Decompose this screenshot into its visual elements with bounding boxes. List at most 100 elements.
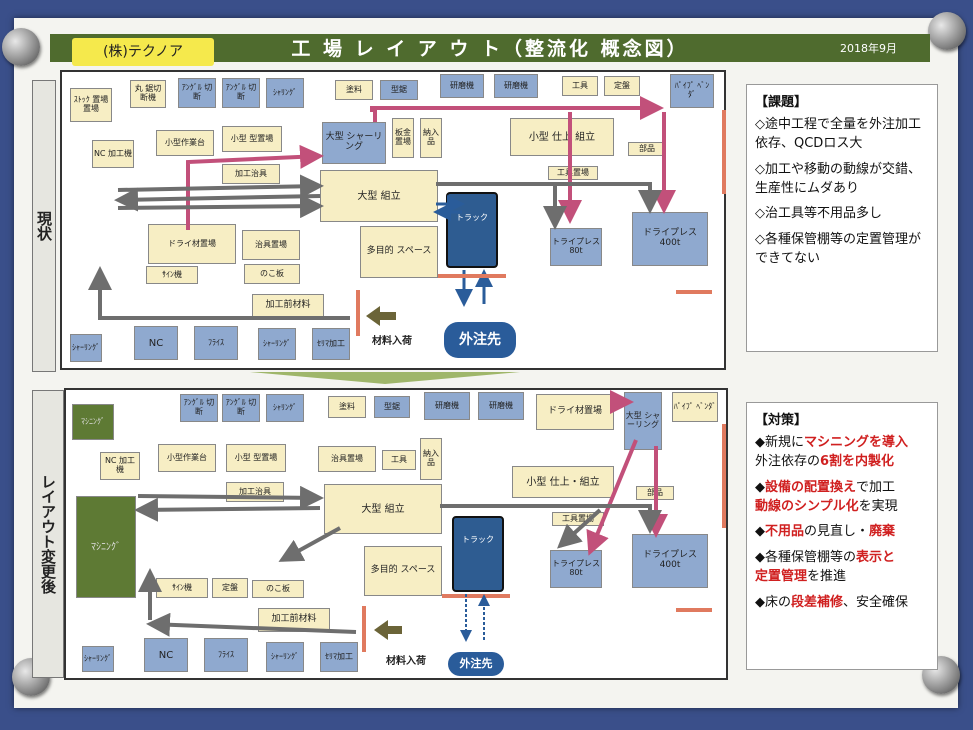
current-box-pipe-bender: ﾊﾟｲﾌﾟ ﾍﾞﾝﾀﾞ [670,74,714,108]
after-box-machining-new: ﾏｼﾆﾝｸﾞ [76,496,136,598]
current-box-sign-machine: ｻｲﾝ機 [146,266,198,284]
current-box-stock: ｽﾄｯｸ 置場置場 [70,88,112,122]
measure-highlight: 段差補修 [791,594,844,610]
current-box-jig: 加工治具 [222,164,280,184]
date-label: 2018年9月 [840,42,897,55]
after-box-angle1: ｱﾝｸﾞﾙ 切断 [180,394,218,422]
current-box-saw-plate: のこ板 [244,264,300,284]
issues-heading: 【課題】 [755,95,808,110]
after-box-nc: NC [144,638,188,672]
after-box-shearing-2: ｼｬｰﾘﾝｸﾞ [266,642,304,672]
current-box-paint: 塗料 [335,80,373,100]
measure-highlight: 動線のシンプル化 [755,498,859,514]
after-box-fraise: ﾌﾗｲｽ [204,638,248,672]
current-box-large-shearing: 大型 シャーリング [322,122,386,164]
current-box-saw: 丸 鋸切断機 [130,80,166,108]
measure-item-2: ◆設備の配置換えで加工動線のシンプル化を実現 [755,479,929,517]
current-box-shearing-3: ｼｬｰﾘﾝｸﾞ [70,334,102,362]
after-box-delivered: 納入品 [420,438,442,480]
measure-highlight: 廃棄 [869,524,896,540]
current-box-tool-storage: 工具置場 [548,166,598,180]
magnet-top-right [928,12,966,50]
after-box-small-mold: 小型 型置場 [226,444,286,472]
current-box-angle2: ｱﾝｸﾞﾙ 切断 [222,78,260,108]
after-truck-label: トラック [462,535,494,544]
measure-text: 、安全確保 [843,594,909,610]
after-layout-label: レイアウト変更後 [32,390,64,678]
measure-highlight: 設備の配置換え [765,479,857,495]
after-box-large-shearing: 大型 シャーリング [624,392,662,450]
after-box-grinder2: 研磨機 [478,392,524,420]
measure-item-4: ◆各種保管棚等の表示と定置管理を推進 [755,549,929,587]
after-box-pipe-bender: ﾊﾟｲﾌﾟ ﾍﾞﾝﾀﾞ [672,392,718,422]
after-box-multipurpose: 多目的 スペース [364,546,442,596]
current-box-large-assembly: 大型 組立 [320,170,438,222]
current-box-dry-storage: ドライ材置場 [148,224,236,264]
after-box-shearing-small: ｼｬﾘﾝｸﾞ [266,394,304,422]
measure-item-1: ◆新規にマシニングを導入外注依存の6割を内製化 [755,434,929,472]
current-box-serima: ｾﾘﾏ加工 [312,328,350,360]
current-box-grinder2: 研磨機 [494,74,538,98]
after-box-small-finish: 小型 仕上・組立 [512,466,614,498]
measure-text: 外注依存の [755,453,821,469]
issue-item: ◇治工具等不用品多し [755,206,882,222]
after-box-grinder1: 研磨機 [424,392,470,420]
measure-text: を実現 [858,498,898,514]
after-box-large-assembly: 大型 組立 [324,484,442,534]
current-box-small-workbench: 小型作業台 [156,130,214,156]
page-title: 工 場 レ イ ア ウ ト（整流化 概念図） [291,38,689,60]
measure-text: ◆新規に [755,435,804,450]
measures-heading: 【対策】 [755,413,808,428]
magnet-top-left [2,28,40,66]
current-box-fraise: ﾌﾗｲｽ [194,326,238,360]
measures-panel: 【対策】 ◆新規にマシニングを導入外注依存の6割を内製化 ◆設備の配置換えで加工… [746,402,938,670]
after-material-in-arrow [374,620,402,640]
current-box-nc-machine: NC 加工機 [92,140,134,168]
measure-highlight: マシニングを導入 [804,435,909,450]
current-state-label: 現状 [32,80,56,372]
transition-arrow [250,372,520,384]
measure-highlight: 不用品 [765,524,805,540]
after-box-machining-small: ﾏｼﾆﾝｸﾞ [72,404,114,440]
after-box-nc-machine: NC 加工機 [100,452,140,480]
current-box-jig-storage: 治具置場 [242,230,300,260]
current-box-try-press-80t: トライプレス 80t [550,228,602,266]
current-box-tool: 工具 [562,76,598,96]
measure-highlight: 6割を内製化 [820,453,895,469]
issue-item: ◇各種保管棚等の定置管理ができてない [755,232,921,267]
current-box-dry-press-400t: ドライプレス 400t [632,212,708,266]
after-box-surface: 定盤 [212,578,248,598]
after-box-small-workbench: 小型作業台 [158,444,216,472]
after-material-in-label: 材料入荷 [386,656,426,667]
current-box-delivered: 納入品 [420,118,442,158]
after-box-dry-press-400t: ドライプレス 400t [632,534,708,588]
measure-highlight: 定置管理 [755,569,808,585]
after-box-angle2: ｱﾝｸﾞﾙ 切断 [222,394,260,422]
issue-item: ◇加工や移動の動線が交錯、生産性にムダあり [755,161,921,196]
after-truck: トラック [452,516,504,592]
measure-text: で加工 [856,479,896,495]
current-box-shearing-small: ｼｬﾘﾝｸﾞ [266,78,304,108]
current-material-in-label: 材料入荷 [372,336,412,347]
measure-text: を推進 [807,569,847,585]
current-box-angle1: ｱﾝｸﾞﾙ 切断 [178,78,216,108]
after-box-jig-storage: 治具置場 [318,446,376,472]
measure-text: ◆床の [755,594,791,610]
after-box-mold: 型鋸 [374,396,410,418]
company-name: (株)テクノア [72,38,214,66]
current-box-surface: 定盤 [604,76,640,96]
current-box-raw-material: 加工前材料 [252,294,324,318]
current-material-in-arrow [366,306,396,326]
issue-item: ◇途中工程で全量を外注加工依存、QCDロス大 [755,117,921,151]
measure-text: ◆各種保管棚等の [755,550,856,566]
current-box-small-mold: 小型 型置場 [222,126,282,152]
current-outsource-badge: 外注先 [444,322,516,358]
measure-text: ◆ [755,479,765,495]
measure-item-3: ◆不用品の見直し・廃棄 [755,523,929,542]
after-box-shearing-3: ｼｬｰﾘﾝｸﾞ [82,646,114,672]
issues-panel: 【課題】 ◇途中工程で全量を外注加工依存、QCDロス大 ◇加工や移動の動線が交錯… [746,84,938,352]
measure-text: の見直し・ [804,524,870,540]
after-box-paint: 塗料 [328,396,366,418]
current-box-mold: 型鋸 [380,80,418,100]
after-outsource-badge: 外注先 [448,652,504,676]
